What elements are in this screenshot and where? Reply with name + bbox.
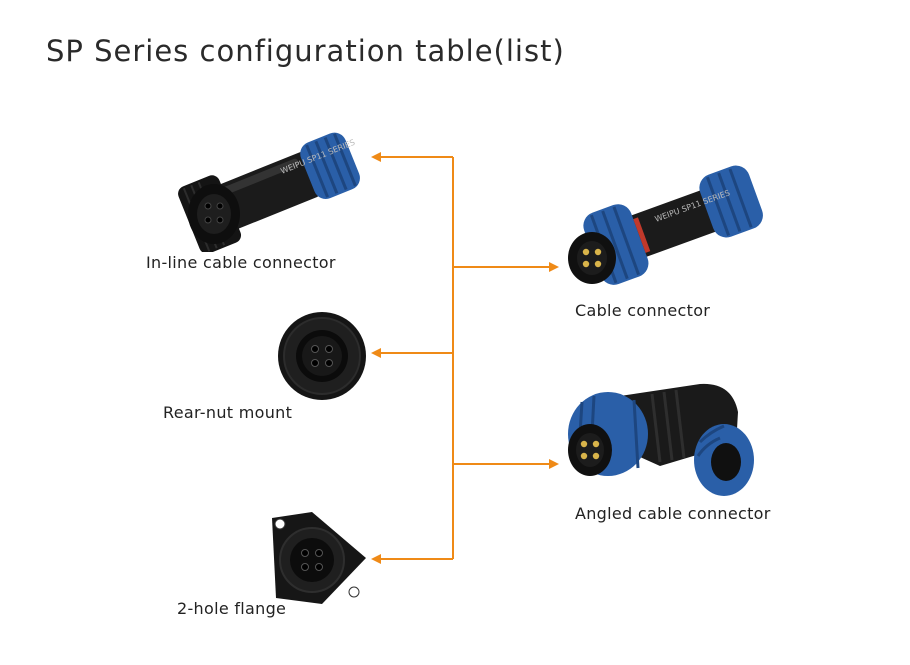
label-rear-nut-mount: Rear-nut mount xyxy=(163,403,293,422)
cable-connector-image: WEIPU SP11 SERIES xyxy=(568,165,763,285)
inline-cable-connector-image: WEIPU SP11 SERIES xyxy=(178,132,360,252)
label-cable-connector: Cable connector xyxy=(575,301,711,320)
label-inline-cable-connector: In-line cable connector xyxy=(146,253,336,272)
label-two-hole-flange: 2-hole flange xyxy=(177,599,287,618)
two-hole-flange-image xyxy=(272,512,366,604)
label-angled-cable-connector: Angled cable connector xyxy=(575,504,771,523)
page-title: SP Series configuration table(list) xyxy=(46,34,565,68)
rear-nut-mount-image xyxy=(278,312,366,400)
angled-cable-connector-image xyxy=(568,383,754,496)
